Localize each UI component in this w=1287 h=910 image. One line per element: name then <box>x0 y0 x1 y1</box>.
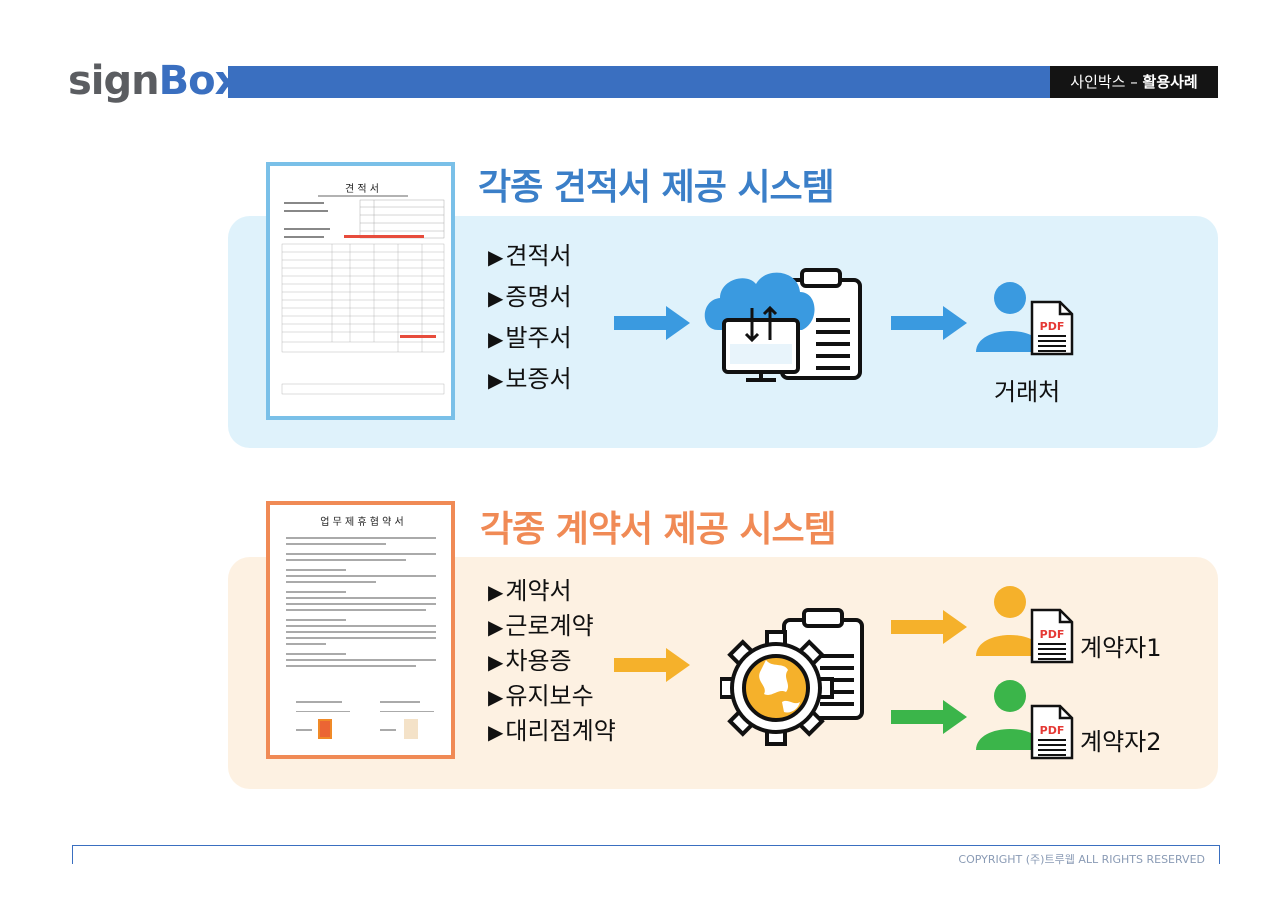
list-item: 견적서 <box>488 236 571 277</box>
section-label: 사인박스 – 활용사례 <box>1050 66 1218 98</box>
quote-document-list: 견적서 증명서 발주서 보증서 <box>488 236 571 400</box>
quote-document-thumbnail: 견 적 서 <box>266 162 455 420</box>
arrow-right-icon <box>614 648 690 682</box>
svg-text:PDF: PDF <box>1040 724 1065 737</box>
signbox-logo: signBox <box>68 58 241 104</box>
contractor1-label: 계약자1 <box>1080 634 1162 662</box>
section-label-bold: 활용사례 <box>1142 73 1198 91</box>
contract-document-thumbnail: 업 무 제 휴 협 약 서 <box>266 501 455 759</box>
list-item: 유지보수 <box>488 679 616 714</box>
list-item: 계약서 <box>488 574 616 609</box>
pdf-file-icon: PDF <box>1030 608 1074 664</box>
contractor1-person-icon <box>976 586 1044 656</box>
footer-frame <box>72 845 1220 864</box>
quote-doc-title: 견 적 서 <box>345 183 379 195</box>
client-label: 거래처 <box>994 378 1061 406</box>
contract-document-list: 계약서 근로계약 차용증 유지보수 대리점계약 <box>488 574 616 749</box>
contractor2-label: 계약자2 <box>1080 728 1162 756</box>
svg-text:PDF: PDF <box>1040 320 1065 333</box>
list-item: 근로계약 <box>488 609 616 644</box>
arrow-right-icon <box>891 610 967 644</box>
contractor2-person-icon <box>976 680 1044 750</box>
arrow-right-icon <box>891 700 967 734</box>
list-item: 대리점계약 <box>488 714 615 749</box>
list-item: 발주서 <box>488 318 571 359</box>
svg-text:PDF: PDF <box>1040 628 1065 641</box>
list-item: 차용증 <box>488 644 616 679</box>
pdf-file-icon: PDF <box>1030 704 1074 760</box>
list-item: 보증서 <box>488 359 571 400</box>
logo-box-text: Box <box>158 58 241 104</box>
logo-sign-text: sign <box>68 58 160 104</box>
client-person-icon <box>976 282 1044 352</box>
contract-section-title: 각종 계약서 제공 시스템 <box>480 509 837 550</box>
section-label-prefix: 사인박스 – <box>1070 73 1143 91</box>
list-item: 증명서 <box>488 277 571 318</box>
arrow-right-icon <box>614 306 690 340</box>
pdf-file-icon: PDF <box>1030 300 1074 356</box>
cloud-computer-icon <box>704 268 862 382</box>
copyright-text: COPYRIGHT (주)트루웹 ALL RIGHTS RESERVED <box>958 853 1205 866</box>
contract-doc-title: 업 무 제 휴 협 약 서 <box>320 515 403 528</box>
arrow-right-icon <box>891 306 967 340</box>
quote-section-title: 각종 견적서 제공 시스템 <box>478 167 835 208</box>
gear-process-icon <box>720 608 864 746</box>
